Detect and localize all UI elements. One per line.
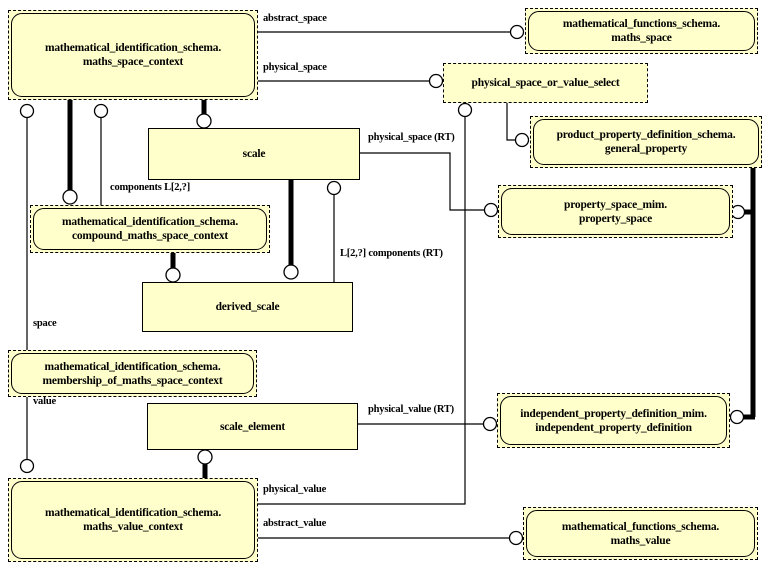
node-scale: scale (148, 128, 360, 180)
node-maths-value: mathematical_functions_schema.maths_valu… (523, 507, 758, 560)
node-label-line: property_space_mim. (564, 198, 667, 211)
node-label-line: derived_scale (215, 301, 280, 313)
node-general-property: product_property_definition_schema.gener… (530, 116, 762, 168)
node-physical-space-or-value-select: physical_space_or_value_select (443, 63, 648, 103)
node-label-line: mathematical_identification_schema. (44, 507, 221, 519)
referenced-entity-body: mathematical_identification_schema.membe… (11, 353, 254, 394)
node-label-line: membership_of_maths_space_context (42, 374, 223, 387)
edge-label-l-2-components-rt: L[2,?] components (RT) (340, 248, 443, 259)
referenced-entity-body: mathematical_functions_schema. maths_spac… (528, 11, 755, 51)
circle-select-member-end (457, 102, 473, 118)
circle-general-property-end (514, 132, 530, 148)
edge-select-member-general-property (506, 103, 515, 141)
node-label-line: compound_maths_space_context (71, 230, 229, 242)
referenced-entity-body: property_space_mim.property_space (501, 188, 730, 235)
edge-label-physical-value: physical_value (263, 484, 327, 495)
edge-label-physical-value-rt: physical_value (RT) (368, 404, 454, 415)
referenced-entity-body: independent_property_definition_mim.inde… (500, 396, 727, 445)
node-label-line: independent_property_definition (535, 421, 692, 434)
circle-physical-value-rt-end (482, 416, 498, 432)
node-label-line: product_property_definition_schema. (556, 129, 736, 141)
circle-subtype-derived-right (283, 264, 299, 280)
edge-label-value: value (33, 396, 56, 407)
circle-subtype-scale (196, 113, 212, 129)
node-label-line: independent_property_definition_mim. (520, 407, 707, 420)
edge-label-space: space (33, 318, 57, 329)
node-label-line: mathematical_functions_schema. (561, 520, 720, 533)
node-label-line: mathematical_identification_schema. (61, 216, 238, 228)
node-independent-property-definition: independent_property_definition_mim.inde… (497, 393, 730, 448)
node-label-line: maths_space_context (82, 56, 184, 68)
circle-space-end (19, 103, 35, 119)
node-derived-scale: derived_scale (142, 282, 353, 332)
referenced-entity-body: mathematical_identification_schema.compo… (33, 208, 267, 250)
circle-subtype-derived-left (165, 267, 181, 283)
circle-components-rt-end (326, 180, 342, 196)
node-label-line: general_property (604, 143, 688, 155)
node-membership-of-maths-space-context: mathematical_identification_schema.membe… (8, 350, 257, 397)
referenced-entity-body: mathematical_identification_schema.maths… (11, 481, 255, 559)
circle-subtype-property-space (730, 204, 746, 220)
node-label-line: maths_space (611, 32, 672, 44)
node-label-line: mathematical_functions_schema. (562, 18, 721, 30)
node-property-space: property_space_mim.property_space (498, 185, 733, 238)
node-label-line: physical_space_or_value_select (471, 77, 620, 89)
node-scale-element: scale_element (147, 403, 358, 450)
node-label-line: mathematical_identification_schema. (44, 360, 221, 373)
circle-abstract-space-end (509, 24, 525, 40)
circle-value-end (19, 458, 35, 474)
referenced-entity-body: mathematical_functions_schema.maths_valu… (526, 510, 755, 557)
circle-subtype-compound (62, 189, 78, 205)
circle-components-end (93, 103, 109, 119)
node-label-line: mathematical_identification_schema. (44, 42, 221, 54)
node-maths-space-context: mathematical_identification_schema.maths… (8, 10, 258, 100)
edge-label-components-l-2: components L[2,?] (110, 182, 191, 193)
circle-physical-space-end (428, 73, 444, 89)
circle-abstract-value-end (508, 530, 524, 546)
edge-label-abstract-space: abstract_space (263, 13, 327, 24)
edge-label-physical-space-rt: physical_space (RT) (368, 132, 455, 143)
node-label-line: maths_value_context (83, 521, 183, 533)
referenced-entity-body: product_property_definition_schema.gener… (533, 119, 759, 165)
edge-physical-value (258, 117, 466, 505)
node-maths-value-context: mathematical_identification_schema.maths… (8, 478, 258, 562)
referenced-entity-body: mathematical_identification_schema.maths… (11, 13, 255, 97)
edge-physical-space-rt (360, 152, 484, 211)
node-label-line: property_space (578, 212, 652, 225)
circle-subtype-independent (729, 409, 745, 425)
node-label-line: maths_value (610, 534, 671, 547)
edge-label-abstract-value: abstract_value (263, 518, 327, 529)
node-compound-maths-space-context: mathematical_identification_schema.compo… (30, 205, 270, 253)
circle-subtype-scale-element (197, 449, 213, 465)
node-label-line: scale_element (219, 420, 286, 433)
edge-label-physical-space: physical_space (263, 62, 327, 73)
node-maths-space: mathematical_functions_schema. maths_spac… (525, 8, 758, 54)
node-label-line: scale (242, 148, 266, 160)
circle-physical-space-rt-end (483, 202, 499, 218)
